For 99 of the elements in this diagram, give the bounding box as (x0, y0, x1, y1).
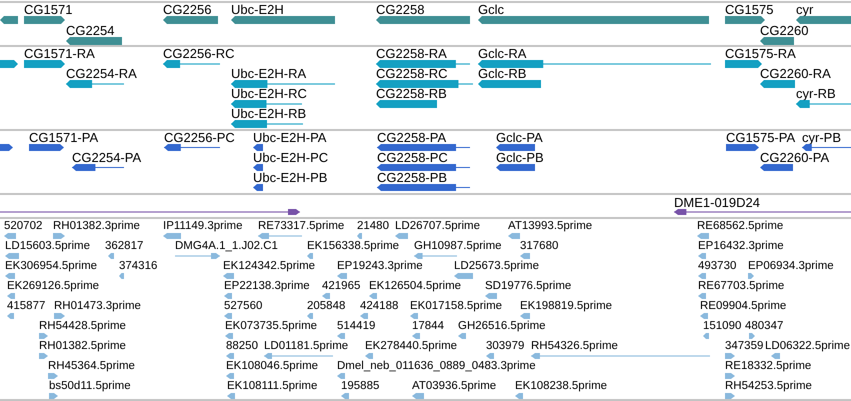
feature-label: EK269126.5prime (7, 280, 100, 293)
feature-label: EK108111.5prime (227, 380, 318, 393)
feature-label: EK126504.5prime (369, 280, 462, 293)
feature-label: EK108238.5prime (515, 380, 608, 393)
feature-label: Gclc-RB (478, 67, 526, 80)
feature-label: 303979 (486, 340, 524, 353)
feature-label: IP11149.3prime (163, 220, 242, 233)
feature-label: CG2256-PC (164, 131, 235, 144)
feature-label: Ubc-E2H-PC (253, 151, 328, 164)
feature-label: EP16432.3prime (698, 240, 784, 253)
feature-label: LD15603.5prime (5, 240, 90, 253)
feature-label: EP06934.3prime (748, 260, 834, 273)
feature-label: CG2254-PA (72, 151, 142, 164)
feature-label: DMG4A.1_1.J02.C1 (175, 240, 278, 253)
feature-label: CG1575-RA (725, 47, 796, 60)
feature-label: Gclc-PB (496, 151, 544, 164)
feature-label: EK306954.5prime (5, 260, 98, 273)
feature-label: RH54253.5prime (725, 380, 812, 393)
feature-label: 151090 (703, 320, 742, 333)
feature-label: EK156338.5prime (307, 240, 400, 253)
feature-label: CG2254-RA (66, 67, 137, 80)
feature-label: RH01382.5prime (39, 340, 126, 353)
feature-label: RH45364.5prime (48, 360, 135, 373)
feature-label: GH26516.5prime (458, 320, 546, 333)
feature-label: 421965 (322, 280, 360, 293)
feature-label: LD26707.5prime (395, 220, 480, 233)
feature-label: CG2260 (760, 24, 808, 37)
feature-label: EK073735.5prime (225, 320, 318, 333)
feature-label: Gclc (478, 3, 504, 16)
feature-label: GH10987.5prime (414, 240, 502, 253)
feature-label: 195885 (341, 380, 380, 393)
feature-label: 424188 (360, 300, 398, 313)
feature-label: RH01473.3prime (54, 300, 141, 313)
feature-label: EK278440.5prime (365, 340, 458, 353)
feature-label: DME1-019D24 (674, 196, 760, 209)
feature-label: 362817 (105, 240, 144, 253)
feature-label: bs50d11.5prime (49, 380, 131, 393)
feature-label: CG1571-PA (29, 131, 98, 144)
feature-label: CG2258-RC (376, 67, 448, 80)
feature-label: Ubc-E2H (231, 3, 284, 16)
feature-label: CG2260-PA (760, 151, 830, 164)
feature-label: 415877 (7, 300, 46, 313)
feature-label: 493730 (698, 260, 736, 273)
feature-label: 514419 (337, 320, 376, 333)
feature-label: RE09904.5prime (700, 300, 786, 313)
feature-label: CG1571-RA (24, 47, 95, 60)
feature-label: 21480 (357, 220, 389, 233)
feature-label: 480347 (745, 320, 784, 333)
feature-label: 17844 (412, 320, 444, 333)
feature-label: RH01382.3prime (53, 220, 140, 233)
feature-label: 347359 (725, 340, 764, 353)
feature-label: RE67703.5prime (698, 280, 784, 293)
feature-label: EK124342.5prime (223, 260, 316, 273)
feature-label: LD06322.5prime (765, 340, 850, 353)
feature-label: Dmel_neb_011636_0889_0483.3prime (337, 360, 536, 373)
feature-label: CG1575 (725, 3, 774, 16)
feature-label: Ubc-E2H-PB (253, 171, 328, 184)
feature-label: CG2258-PC (377, 151, 448, 164)
feature-label: 205848 (307, 300, 346, 313)
feature-label: 520702 (4, 220, 42, 233)
feature-label: EP19243.3prime (337, 260, 423, 273)
feature-label: CG2260-RA (760, 67, 831, 80)
feature-label: CG2258 (376, 3, 424, 16)
feature-label: CG2258-PB (377, 171, 448, 184)
feature-label: Ubc-E2H-PA (253, 131, 326, 144)
feature-label: Gclc-RA (478, 47, 526, 60)
feature-label: CG2258-PA (377, 131, 446, 144)
feature-label: CG2256-RC (163, 47, 235, 60)
feature-label: CG2258-RA (376, 47, 447, 60)
feature-label: CG2254 (66, 24, 114, 37)
feature-label: RH54428.5prime (39, 320, 126, 333)
feature-label: AT03936.5prime (412, 380, 496, 393)
feature-label: EP22138.3prime (224, 280, 310, 293)
feature-label: EK017158.5prime (410, 300, 502, 313)
feature-label: CG2256 (163, 3, 212, 16)
feature-label: cyr-PB (802, 131, 841, 144)
feature-label: cyr (796, 3, 814, 16)
feature-label: 374316 (119, 260, 158, 273)
feature-label: LD01181.5prime (264, 340, 348, 353)
feature-label: cyr-RB (796, 87, 836, 100)
feature-label: AT13993.5prime (508, 220, 592, 233)
feature-label: LD25673.5prime (454, 260, 540, 273)
feature-label: RE73317.5prime (258, 220, 344, 233)
feature-label: Gclc-PA (496, 131, 543, 144)
feature-label: EK198819.5prime (520, 300, 612, 313)
feature-label: RE18332.5prime (725, 360, 812, 373)
feature-label: CG1571 (24, 3, 72, 16)
feature-label: CG2258-RB (376, 87, 447, 100)
feature-label: Ubc-E2H-RC (231, 87, 307, 100)
feature-label: EK108046.5prime (226, 360, 318, 373)
feature-label: CG1575-PA (726, 131, 796, 144)
feature-label: 317680 (520, 240, 558, 253)
feature-label: 527560 (224, 300, 262, 313)
feature-label: SD19776.5prime (485, 280, 572, 293)
feature-label: 88250 (226, 340, 258, 353)
feature-label: Ubc-E2H-RB (231, 107, 306, 120)
feature-label: RH54326.5prime (531, 340, 618, 353)
feature-label: Ubc-E2H-RA (231, 67, 306, 80)
feature-label: RE68562.5prime (697, 220, 784, 233)
